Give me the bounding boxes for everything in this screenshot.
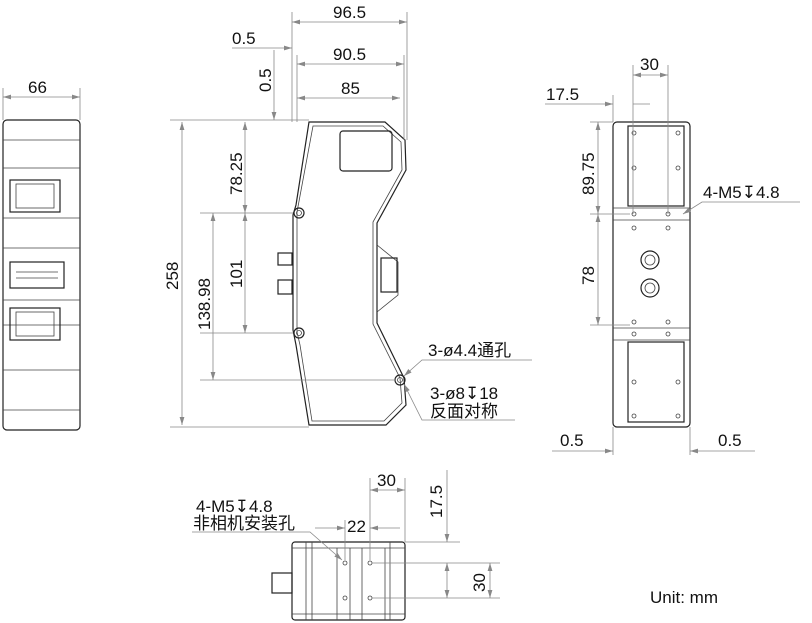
dim-height-total: 258 — [163, 262, 182, 290]
dim-hole-spacing: 101 — [227, 260, 246, 288]
connector-plate — [9, 261, 65, 289]
unit-label: Unit: mm — [650, 588, 718, 607]
dim-offset-x: 17.5 — [546, 85, 579, 104]
note-mirror: 反面对称 — [430, 402, 498, 421]
dim-offset-side: 0.5 — [256, 68, 275, 92]
note-non-camera: 非相机安装孔 — [193, 514, 295, 533]
label-window — [9, 307, 61, 341]
dim-bottom-width: 22 — [347, 517, 366, 536]
left-view: 66 — [2, 78, 81, 431]
dim-offset-top: 0.5 — [232, 29, 256, 48]
dim-width: 66 — [28, 78, 47, 97]
dim-width-mid: 90.5 — [333, 45, 366, 64]
note-counterbore: 3-ø8↧18 — [430, 384, 498, 403]
dim-top-to-holes: 89.75 — [579, 152, 598, 195]
connector — [271, 572, 293, 594]
dim-top-to-hole: 78.25 — [227, 152, 246, 195]
side-view: 96.5 0.5 90.5 85 0.5 258 78.25 101 138.9… — [163, 3, 532, 428]
note-through-hole: 3-ø4.4通孔 — [428, 341, 511, 360]
dim-right-offset: 0.5 — [718, 431, 742, 450]
dim-total-width: 96.5 — [333, 3, 366, 22]
dim-left-offset: 0.5 — [560, 431, 584, 450]
dim-hole-spacing-x: 30 — [640, 55, 659, 74]
label-window — [9, 179, 61, 213]
front-view: 30 17.5 89.75 78 4-M5↧4.8 0.5 0.5 — [545, 55, 800, 455]
connector — [277, 252, 293, 266]
dim-hole-spacing-y: 78 — [579, 266, 598, 285]
note-thread: 4-M5↧4.8 — [703, 183, 780, 202]
dim-hole-span: 138.98 — [195, 278, 214, 330]
bottom-view: 30 22 17.5 30 4-M5↧4.8 非相机安装孔 — [192, 470, 500, 621]
dim-width-inner: 85 — [341, 79, 360, 98]
dim-bottom-offset: 17.5 — [427, 485, 446, 518]
connector — [277, 279, 293, 295]
dim-bottom-hole-spacing-y: 30 — [470, 573, 489, 592]
note-bottom-thread: 4-M5↧4.8 — [196, 497, 273, 516]
dim-bottom-hole-spacing-x: 30 — [377, 471, 396, 490]
